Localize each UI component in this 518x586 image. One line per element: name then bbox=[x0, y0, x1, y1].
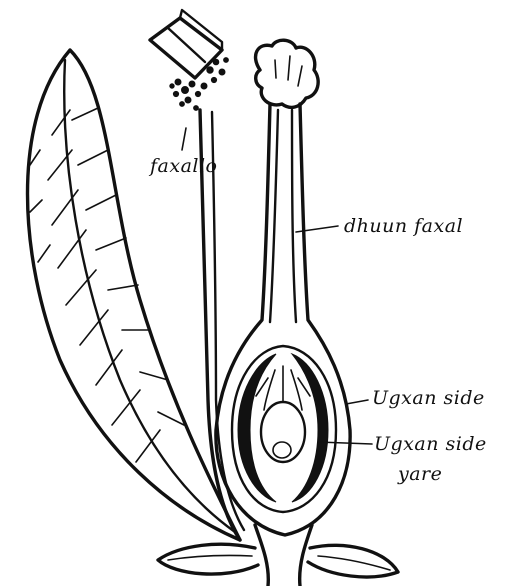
pistil bbox=[216, 40, 350, 586]
sepals bbox=[158, 544, 398, 577]
petal bbox=[28, 50, 241, 540]
label-anther: faxallo bbox=[148, 155, 218, 177]
label-ovule-line1: Ugxan side bbox=[374, 433, 487, 455]
label-ovule-line2: yare bbox=[397, 463, 442, 485]
label-ovary: Ugxan side bbox=[372, 387, 485, 409]
label-style: dhuun faxal bbox=[344, 215, 463, 237]
